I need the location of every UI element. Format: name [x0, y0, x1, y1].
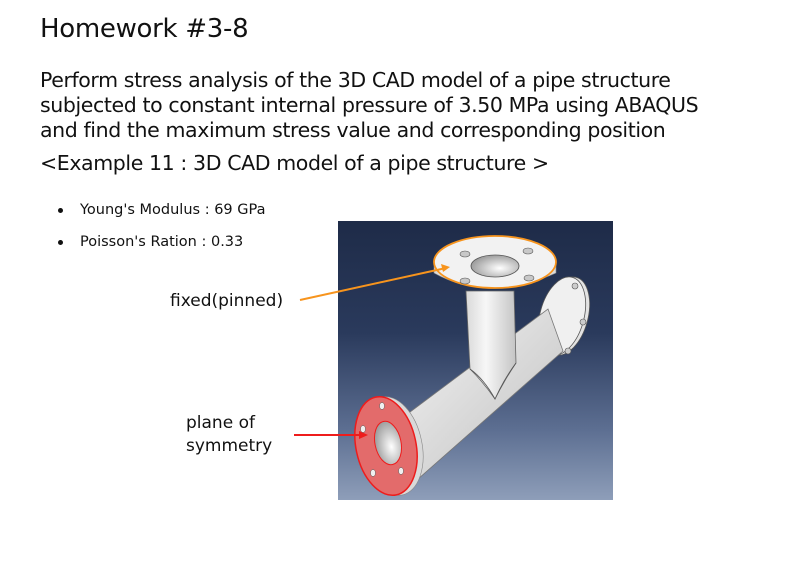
- pipe-cad-figure: [338, 221, 613, 500]
- fixed-arrow: [299, 267, 447, 301]
- property-youngs-modulus: Young's Modulus : 69 GPa: [58, 194, 265, 226]
- property-label: Young's Modulus : 69 GPa: [80, 202, 266, 218]
- top-flange-fixed: [433, 235, 557, 289]
- problem-statement: Perform stress analysis of the 3D CAD mo…: [40, 68, 760, 143]
- pipe-model-drawing: [354, 235, 591, 497]
- fixed-arrowhead-icon: [441, 264, 450, 272]
- property-poissons-ratio: Poisson's Ration : 0.33: [58, 226, 265, 258]
- example-caption: <Example 11 : 3D CAD model of a pipe str…: [40, 151, 549, 175]
- bullet-icon: [58, 239, 63, 245]
- symmetry-label-line-1: plane of: [186, 413, 255, 433]
- slide-title: Homework #3-8: [40, 14, 249, 44]
- problem-line-3: and find the maximum stress value and co…: [40, 118, 666, 142]
- problem-line-2: subjected to constant internal pressure …: [40, 93, 699, 117]
- left-flange-symmetry: [354, 395, 424, 497]
- fixed-pinned-label: fixed(pinned): [170, 291, 284, 311]
- property-label: Poisson's Ration : 0.33: [80, 234, 244, 250]
- symmetry-label-line-2: symmetry: [186, 436, 273, 456]
- symmetry-arrowhead-icon: [359, 431, 368, 439]
- bullet-icon: [58, 207, 63, 213]
- problem-line-1: Perform stress analysis of the 3D CAD mo…: [40, 68, 671, 92]
- plane-of-symmetry-label: plane of symmetry: [186, 412, 272, 458]
- material-properties-list: Young's Modulus : 69 GPa Poisson's Ratio…: [58, 194, 265, 258]
